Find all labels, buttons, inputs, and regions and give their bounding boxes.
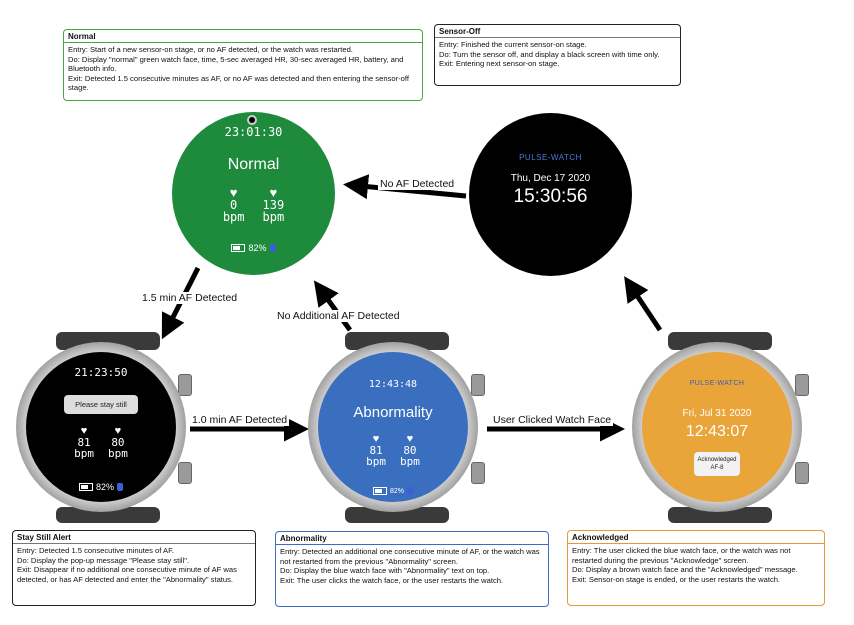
watch-abnormality-hr1: 81 [369, 444, 383, 457]
watch-abnormality-status: Abnormality [353, 404, 433, 421]
watch-sensor-off-time: 15:30:56 [513, 186, 588, 207]
note-sensor-off-do: Do: Turn the sensor off, and display a b… [439, 49, 660, 59]
note-sensor-off-exit: Exit: Entering next sensor-on stage. [439, 59, 560, 69]
watch-stay-still-unit1: bpm [74, 447, 94, 460]
note-normal-do: Do: Display "normal" green watch face, t… [68, 54, 404, 74]
note-acknowledged-exit: Exit: Sensor-on stage is ended, or the u… [572, 574, 781, 584]
note-abnormality-exit: Exit: The user clicks the watch face, or… [280, 575, 504, 585]
watch-crown-top [471, 374, 485, 396]
watch-stay-still-hr1: 81 [77, 436, 91, 449]
watch-sensor-off-brand: PULSE-WATCH [519, 153, 582, 162]
watch-stay-still-battery: 82% [95, 482, 114, 492]
note-normal-title: Normal [64, 30, 422, 44]
acknowledged-badge-line2: AF-8 [710, 465, 724, 471]
note-sensor-off: Sensor-Off Entry: Finished the current s… [434, 24, 681, 86]
heart-pulse-icon: ♥ [80, 425, 88, 437]
watch-crown-bottom [178, 462, 192, 484]
watch-crown-bottom [795, 462, 809, 484]
watch-stay-still-hr2: 80 [111, 436, 125, 449]
label-1-5-min-af: 1.5 min AF Detected [140, 292, 240, 304]
stay-still-popup-text: Please stay still [75, 400, 127, 409]
stay-still-popup: Please stay still [64, 395, 138, 414]
note-stay-still-entry: Entry: Detected 1.5 consecutive minutes … [17, 546, 175, 556]
note-abnormality-title: Abnormality [276, 532, 548, 546]
battery-icon [231, 244, 246, 252]
watch-sensor-off: PULSE-WATCH Thu, Dec 17 2020 15:30:56 [469, 113, 632, 276]
note-acknowledged: Acknowledged Entry: The user clicked the… [567, 530, 825, 606]
watch-stay-still-unit2: bpm [108, 447, 128, 460]
note-stay-still-do: Do: Display the pop-up message "Please s… [17, 555, 190, 565]
watch-stay-still-time: 21:23:50 [74, 366, 128, 379]
watch-stay-still[interactable]: 21:23:50 Please stay still ♥ 81 bpm ♥ 80… [26, 352, 176, 502]
watch-acknowledged-date: Fri, Jul 31 2020 [682, 408, 752, 419]
acknowledged-badge-line1: Acknowledged [697, 457, 737, 463]
note-acknowledged-entry: Entry: The user clicked the blue watch f… [572, 546, 791, 565]
watch-abnormality-battery: 82% [389, 487, 404, 495]
watch-abnormality[interactable]: 12:43:48 Abnormality ♥ 81 bpm ♥ 80 bpm 8… [318, 352, 468, 502]
watch-normal: 23:01:30 Normal ♥ 0 bpm ♥ 139 bpm 82% [172, 112, 335, 275]
watch-normal-battery: 82% [248, 243, 267, 253]
note-sensor-off-entry: Entry: Finished the current sensor-on st… [439, 40, 587, 50]
watch-normal-status: Normal [227, 156, 280, 173]
note-stay-still: Stay Still Alert Entry: Detected 1.5 con… [12, 530, 256, 606]
heart-icon: ♥ [406, 433, 414, 445]
note-stay-still-exit: Exit: Disappear if no additional one con… [17, 565, 237, 584]
watch-strap-bottom [56, 507, 160, 523]
watch-normal-unit2: bpm [262, 210, 285, 224]
heart-icon: ♥ [114, 425, 122, 437]
arrow-sensoroff-to-normal [343, 174, 467, 200]
heart-pulse-icon: ♥ [229, 185, 238, 200]
arrow-acknowledged-to-sensoroff [624, 276, 663, 332]
note-abnormality: Abnormality Entry: Detected an additiona… [275, 531, 549, 607]
acknowledged-badge: Acknowledged AF-8 [694, 452, 740, 476]
camera-icon [247, 115, 257, 125]
arrow-abnormality-to-normal [313, 280, 353, 332]
watch-crown-top [178, 374, 192, 396]
heart-pulse-icon: ♥ [372, 433, 380, 445]
watch-normal-hr1: 0 [230, 198, 238, 212]
note-stay-still-title: Stay Still Alert [13, 531, 255, 545]
watch-strap-bottom [345, 507, 449, 523]
note-abnormality-entry: Entry: Detected an additional one consec… [280, 547, 540, 566]
watch-crown-bottom [471, 462, 485, 484]
watch-acknowledged: PULSE-WATCH Fri, Jul 31 2020 12:43:07 Ac… [642, 352, 792, 502]
watch-normal-time: 23:01:30 [224, 125, 283, 139]
battery-icon [78, 483, 93, 491]
watch-strap-bottom [668, 507, 772, 523]
note-acknowledged-do: Do: Display a brown watch face and the "… [572, 565, 798, 575]
note-sensor-off-title: Sensor-Off [435, 25, 680, 39]
label-user-clicked: User Clicked Watch Face [491, 414, 614, 426]
battery-icon [372, 487, 387, 495]
heart-icon: ♥ [269, 185, 278, 200]
watch-crown-top [795, 374, 809, 396]
note-normal-exit: Exit: Detected 1.5 consecutive minutes a… [68, 73, 409, 93]
bluetooth-icon [407, 487, 413, 495]
note-acknowledged-title: Acknowledged [568, 531, 824, 545]
watch-acknowledged-brand: PULSE-WATCH [689, 380, 745, 387]
label-1-0-min-af: 1.0 min AF Detected [190, 414, 290, 426]
bluetooth-icon [269, 244, 276, 252]
watch-sensor-off-date: Thu, Dec 17 2020 [510, 173, 591, 184]
watch-normal-unit1: bpm [222, 210, 245, 224]
label-no-af-detected: No AF Detected [378, 178, 457, 190]
watch-abnormality-time: 12:43:48 [368, 379, 418, 390]
note-normal: Normal Entry: Start of a new sensor-on s… [63, 29, 423, 101]
note-abnormality-do: Do: Display the blue watch face with "Ab… [280, 566, 490, 576]
watch-abnormality-unit1: bpm [366, 455, 386, 468]
label-no-additional-af: No Additional AF Detected [275, 310, 402, 322]
watch-abnormality-unit2: bpm [400, 455, 420, 468]
watch-acknowledged-time: 12:43:07 [685, 423, 749, 440]
watch-normal-hr2: 139 [262, 198, 285, 212]
note-normal-entry: Entry: Start of a new sensor-on stage, o… [68, 45, 353, 55]
bluetooth-icon [117, 483, 123, 491]
watch-abnormality-hr2: 80 [403, 444, 417, 457]
